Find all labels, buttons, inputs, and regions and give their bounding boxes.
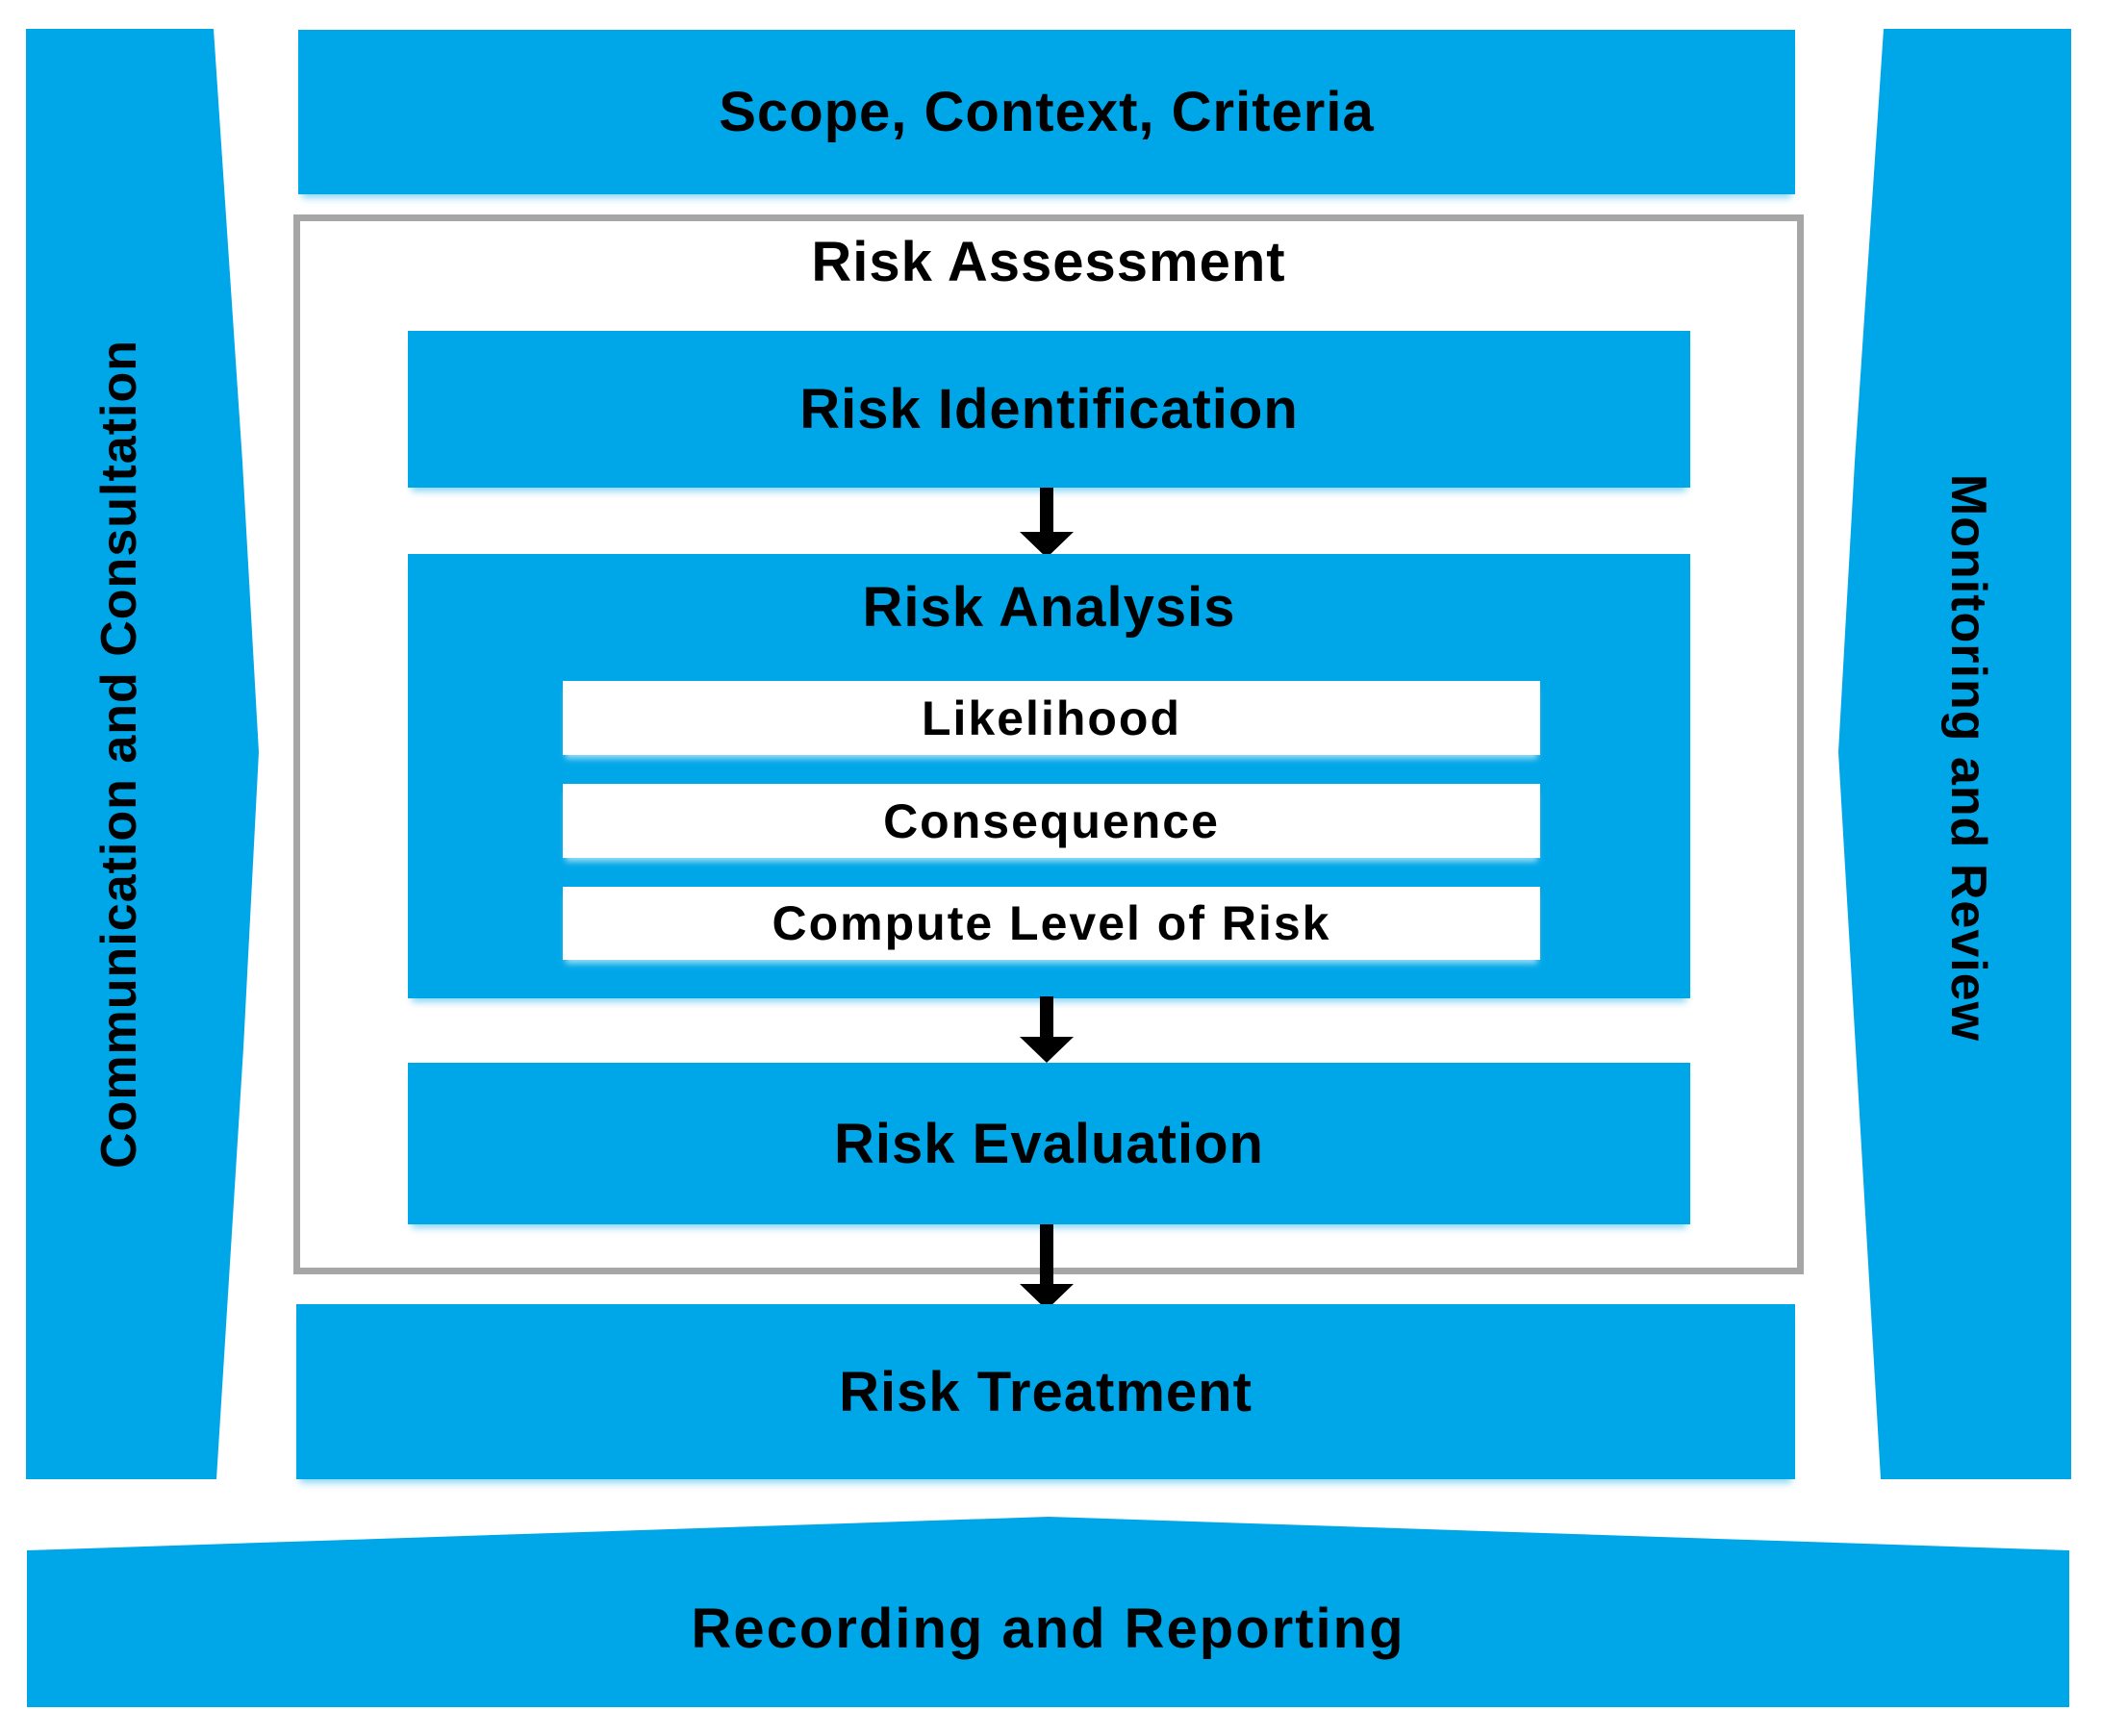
risk-assessment-title: Risk Assessment [811,230,1286,293]
likelihood-box: Likelihood [563,681,1540,755]
risk-evaluation-box: Risk Evaluation [408,1063,1690,1224]
arrow-head [1020,532,1074,558]
arrow-stem [1040,1224,1053,1284]
arrow-head [1020,1037,1074,1063]
down-arrow-2 [1020,996,1074,1063]
risk-treatment-label: Risk Treatment [839,1360,1253,1423]
consequence-box: Consequence [563,784,1540,858]
compute-level-of-risk-label: Compute Level of Risk [772,896,1331,950]
arrow-stem [1040,996,1053,1037]
communication-consultation-band [26,29,259,1479]
risk-treatment-bar: Risk Treatment [296,1304,1795,1479]
risk-identification-box: Risk Identification [408,331,1690,488]
monitoring-review-label: Monitoring and Review [1940,473,1996,1043]
scope-context-criteria-label: Scope, Context, Criteria [719,81,1375,143]
risk-evaluation-label: Risk Evaluation [834,1112,1264,1175]
scope-context-criteria-bar: Scope, Context, Criteria [298,30,1795,194]
communication-consultation-label: Communication and Consultation [91,340,147,1169]
recording-reporting-band: Recording and Reporting [27,1517,2069,1707]
arrow-stem [1040,488,1053,532]
risk-analysis-title: Risk Analysis [862,575,1236,639]
recording-reporting-label: Recording and Reporting [691,1598,1405,1660]
compute-level-of-risk-box: Compute Level of Risk [563,887,1540,960]
risk-identification-label: Risk Identification [799,378,1299,440]
down-arrow-3 [1020,1224,1074,1310]
down-arrow-1 [1020,488,1074,558]
consequence-label: Consequence [883,793,1220,848]
likelihood-label: Likelihood [922,691,1181,745]
monitoring-review-band [1838,29,2071,1479]
